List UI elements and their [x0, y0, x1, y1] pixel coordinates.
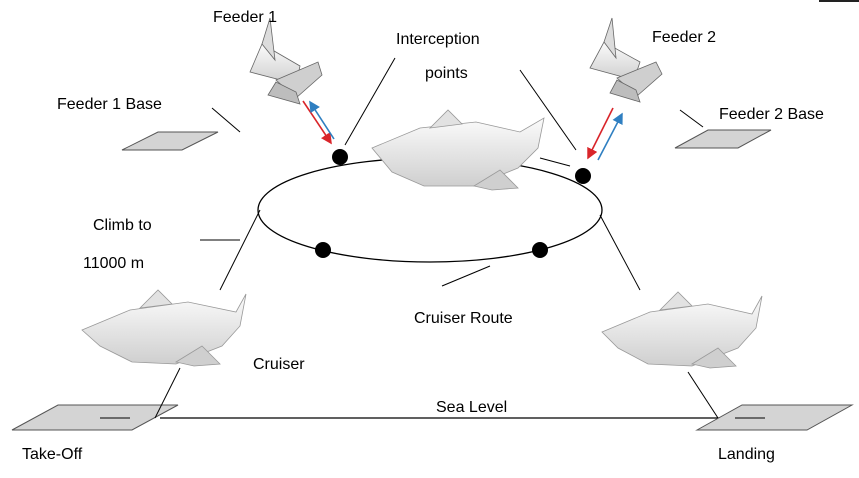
feeder2-arrow-down [587, 107, 614, 160]
sea-level-label: Sea Level [436, 399, 508, 416]
feeder2-arrow-up [597, 112, 623, 161]
cruiser-label: Cruiser [253, 356, 305, 373]
feeder1-label: Feeder 1 [213, 9, 278, 26]
landing-label: Landing [718, 446, 775, 463]
climb-label-line1: Climb to [93, 217, 152, 234]
route-point-bottom-right [532, 242, 548, 258]
feeder1-aircraft [249, 17, 323, 105]
corner-rule [819, 0, 859, 2]
feeder2-base-pad [674, 129, 772, 149]
cruiser-route-label: Cruiser Route [414, 310, 513, 327]
feeder1-arrow-up [309, 100, 335, 140]
feeder1-arrow-down [302, 100, 332, 145]
feeder1-base-pad [121, 131, 219, 151]
landing-pad [695, 404, 854, 431]
cruiser-aircraft-right [601, 291, 763, 369]
climb-label-line2: 11000 m [83, 255, 145, 272]
feeder2-label: Feeder 2 [652, 29, 717, 46]
interception-point-right [575, 168, 591, 184]
take-off-label: Take-Off [22, 446, 83, 463]
feeder2-base-label: Feeder 2 Base [719, 106, 824, 123]
feeder2-aircraft [589, 17, 663, 103]
route-point-bottom-left [315, 242, 331, 258]
feeder1-base-label: Feeder 1 Base [57, 96, 162, 113]
interception-label-line1: Interception [396, 31, 480, 48]
interception-label-line2: points [425, 65, 468, 82]
leader-lines [154, 57, 719, 419]
interception-point-left [332, 149, 348, 165]
take-off-pad [11, 404, 179, 431]
cruiser-aircraft-left [81, 289, 247, 367]
cruiser-aircraft-top [371, 109, 545, 191]
